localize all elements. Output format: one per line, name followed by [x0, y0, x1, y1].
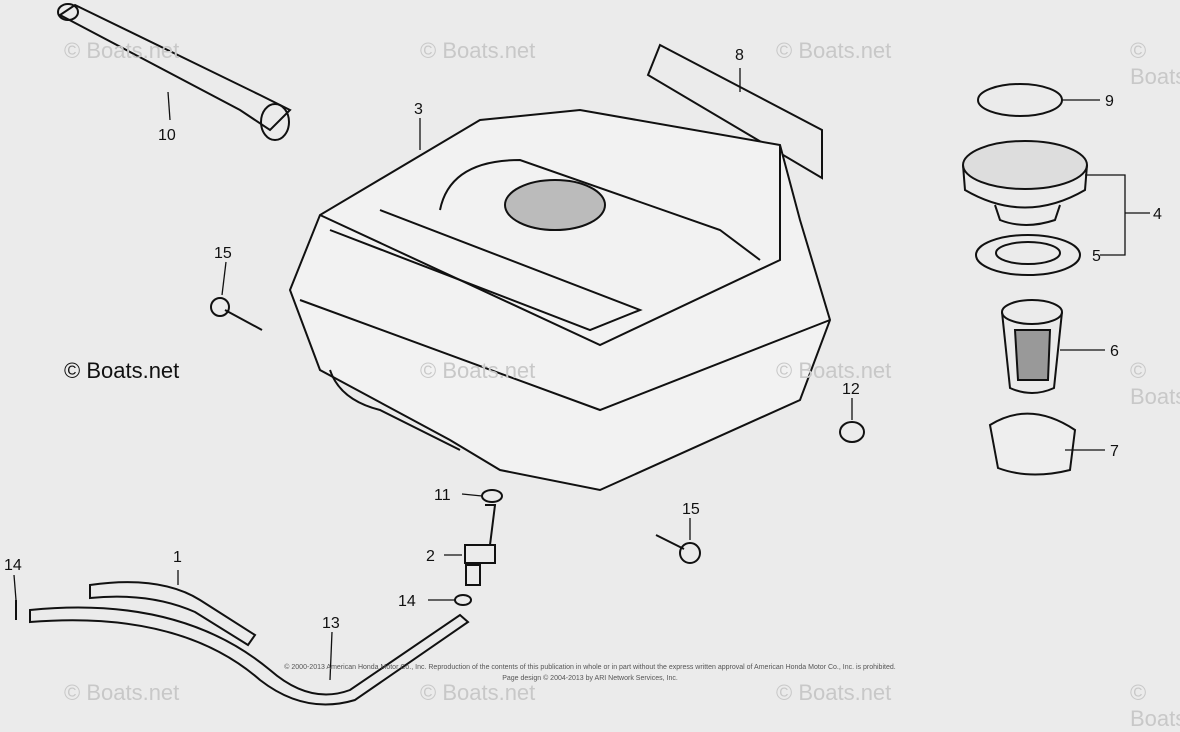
callout-5: 5: [1092, 248, 1101, 265]
parts-diagram: 10 8 3 9 4 5 6 7 15 12 15 11 2 14 1 13 1…: [4, 3, 1162, 706]
callout-12: 12: [842, 381, 860, 398]
part-bolt-15[interactable]: [210, 297, 263, 331]
callout-3: 3: [414, 101, 423, 118]
callout-13: 13: [322, 615, 340, 632]
callout-14: 14: [398, 593, 416, 610]
callout-1: 1: [173, 549, 182, 566]
part-ring-7[interactable]: [988, 412, 1077, 476]
part-fuel-tank-3[interactable]: [288, 108, 832, 492]
part-strainer-6[interactable]: [1001, 299, 1063, 394]
part-hose-1[interactable]: [89, 581, 257, 647]
part-bolt-15[interactable]: [655, 534, 701, 564]
callout-4: 4: [1153, 206, 1162, 223]
callout-14: 14: [4, 557, 22, 574]
callout-15: 15: [214, 245, 232, 262]
callout-6: 6: [1110, 343, 1119, 360]
callout-8: 8: [735, 47, 744, 64]
part-fuel-tube-10[interactable]: [57, 3, 292, 141]
part-hose-13[interactable]: [29, 606, 470, 706]
callout-7: 7: [1110, 443, 1119, 460]
part-washer-5[interactable]: [975, 234, 1081, 276]
callout-15: 15: [682, 501, 700, 518]
part-fuel-cap-4[interactable]: [962, 140, 1088, 226]
callout-11: 11: [434, 487, 451, 504]
part-gasket-9[interactable]: [977, 83, 1063, 117]
part-washer-11[interactable]: [481, 489, 503, 503]
part-grommet-12[interactable]: [839, 421, 865, 443]
page-design-credit: Page design © 2004-2013 by ARI Network S…: [502, 675, 678, 682]
callout-10: 10: [158, 127, 176, 144]
part-clip-14[interactable]: [454, 594, 472, 606]
part-fuel-cock-2[interactable]: [464, 504, 497, 586]
callout-9: 9: [1105, 93, 1114, 110]
copyright-text: © 2000-2013 American Honda Motor Co., In…: [284, 664, 896, 671]
callout-2: 2: [426, 548, 435, 565]
watermark-main: © Boats.net: [64, 358, 180, 383]
